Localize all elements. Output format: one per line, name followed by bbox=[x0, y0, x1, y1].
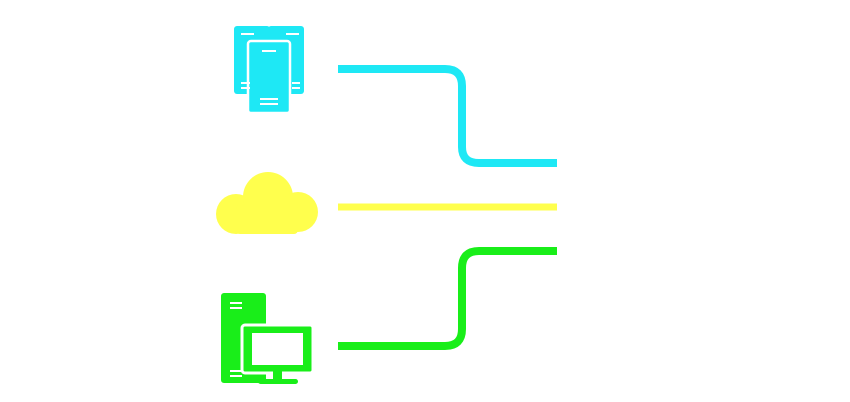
server-stack-icon bbox=[234, 26, 304, 115]
cloud-icon bbox=[216, 172, 318, 234]
desktop-connection-line bbox=[338, 247, 557, 350]
desktop-computer-icon bbox=[221, 293, 315, 384]
servers-connection-line bbox=[338, 65, 557, 167]
